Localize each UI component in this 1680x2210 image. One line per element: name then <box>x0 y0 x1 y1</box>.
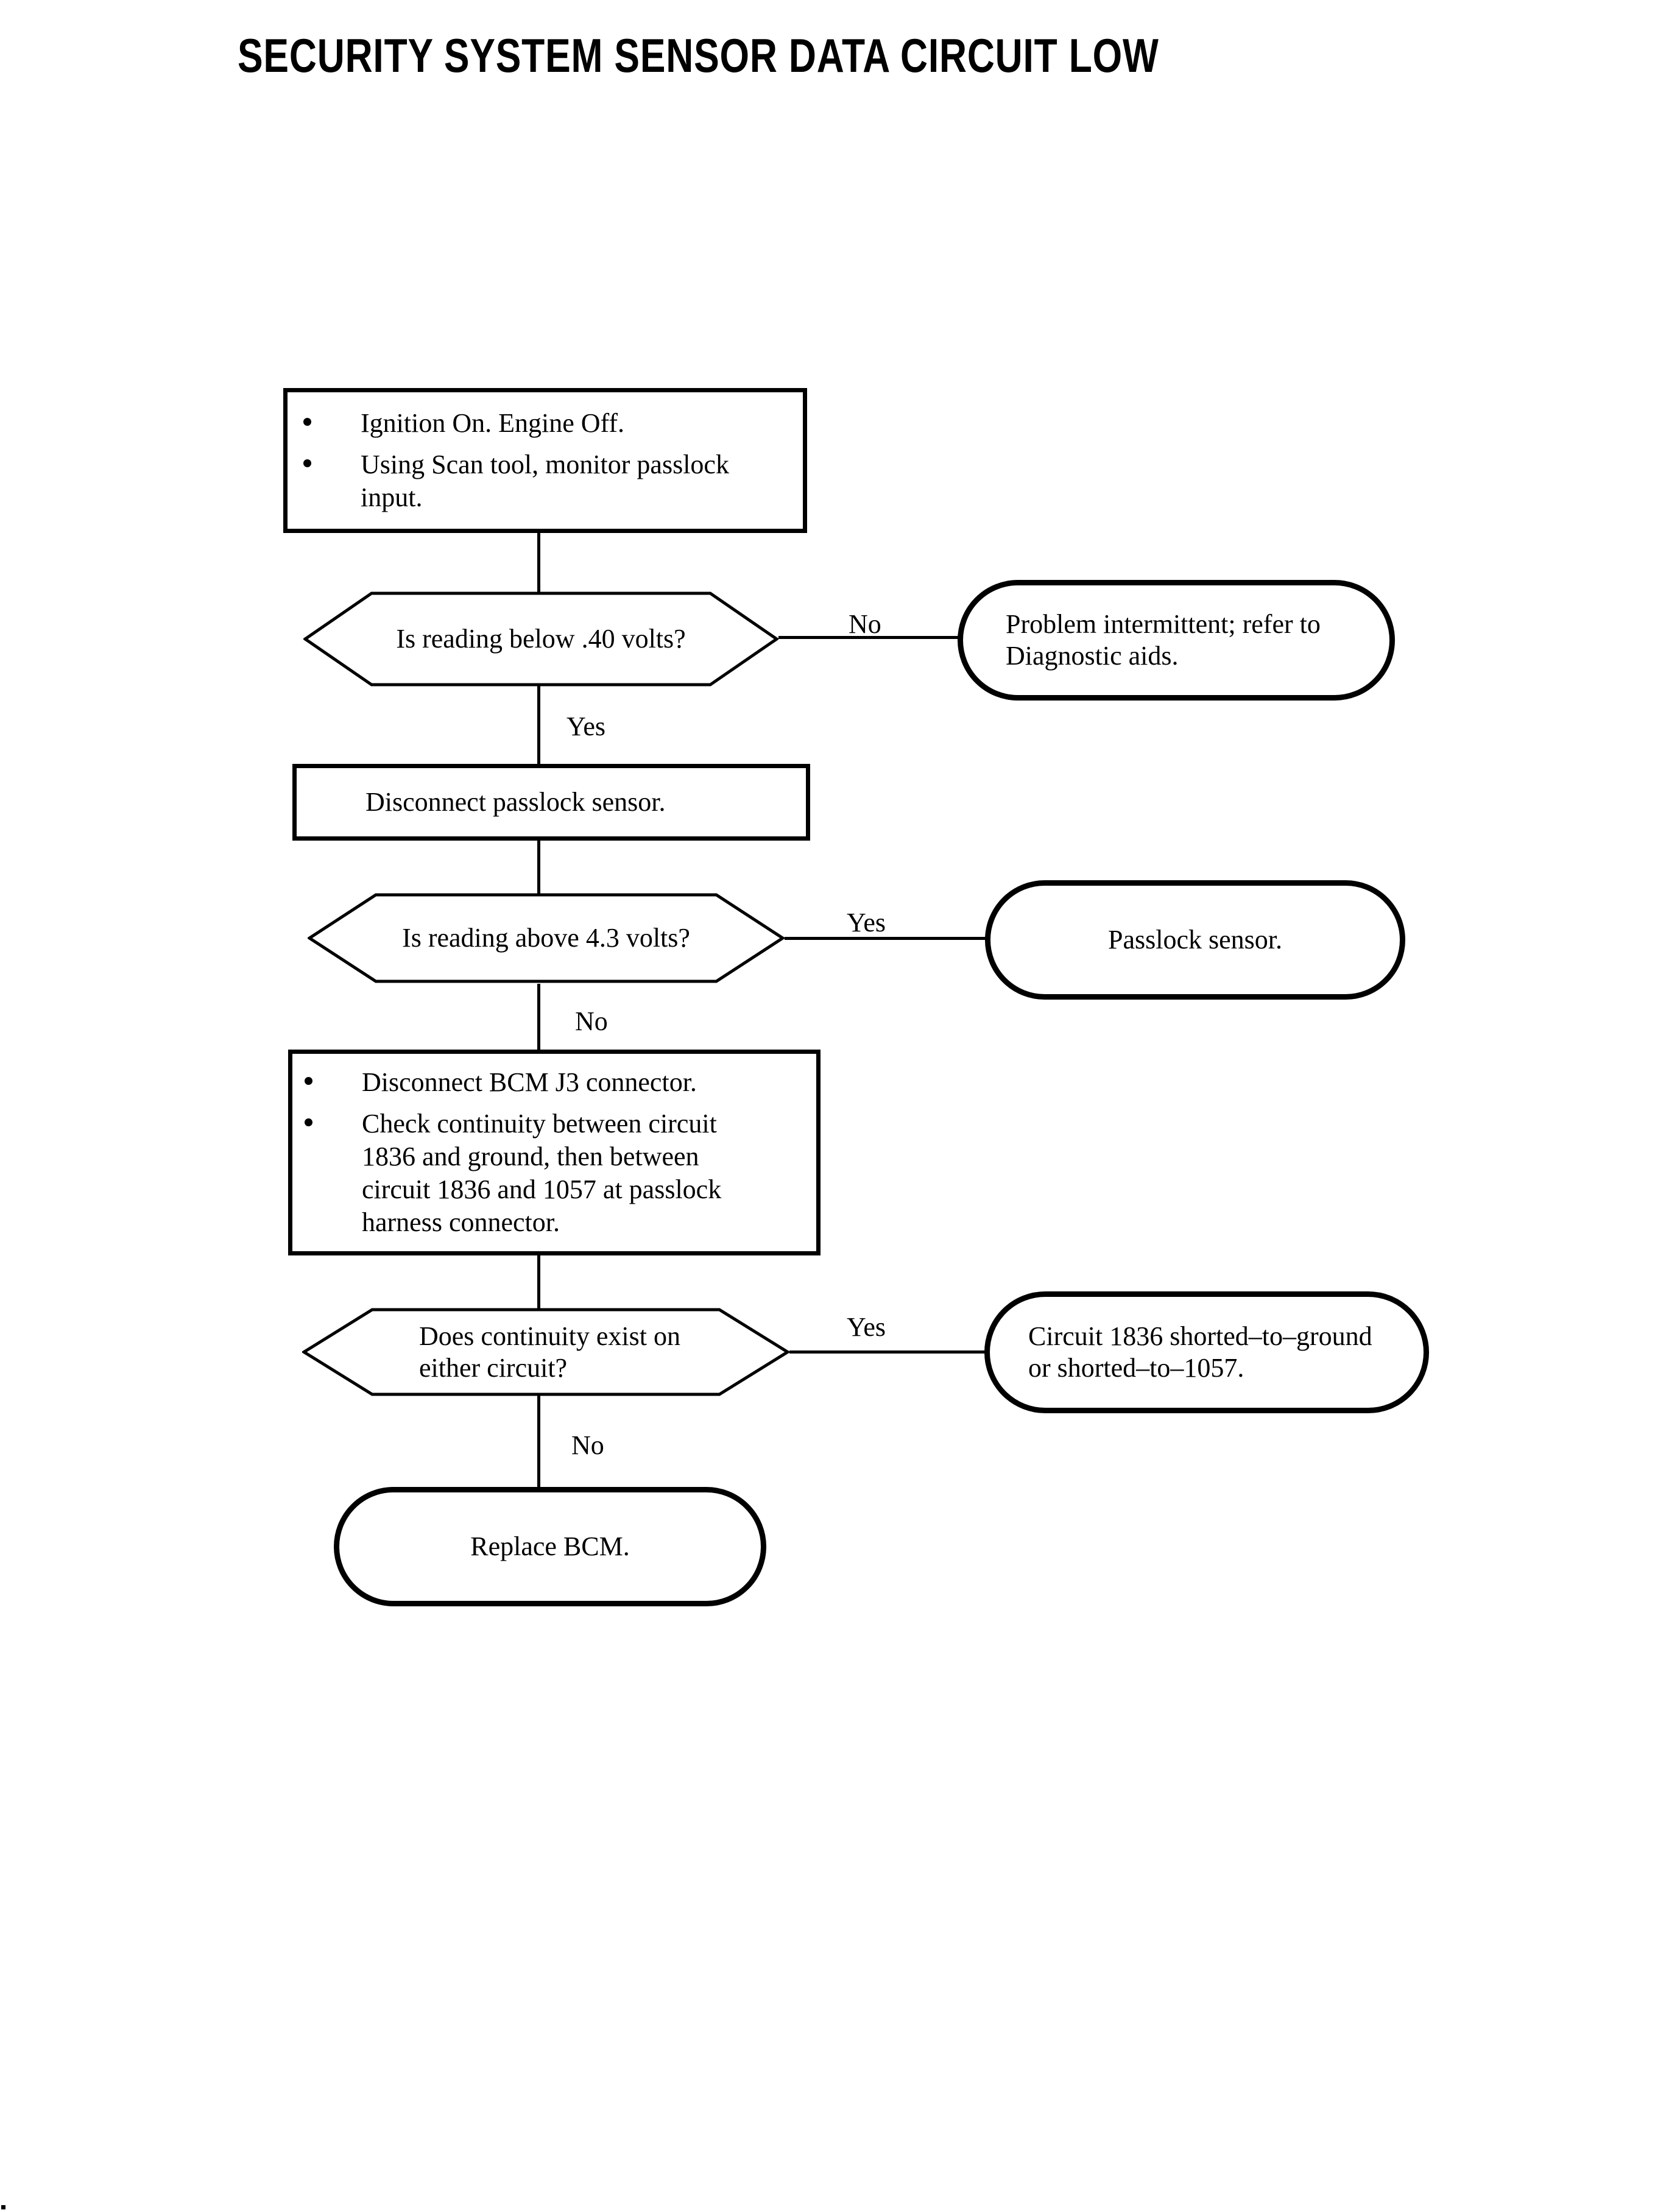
result-circuit-shorted: Circuit 1836 shorted–to–ground or shorte… <box>984 1291 1429 1413</box>
result-text: Problem intermittent; refer to <box>1006 609 1321 639</box>
bullet-dot-icon <box>305 1118 312 1126</box>
bullet-item: Check continuity between circuit 1836 an… <box>305 1107 804 1239</box>
branch-label-no: No <box>571 1430 604 1460</box>
connector-decision1-step2 <box>537 685 540 766</box>
step-text: input. <box>361 482 423 512</box>
result-passlock-sensor: Passlock sensor. <box>985 880 1405 1000</box>
bullet-dot-icon <box>303 418 311 426</box>
hexagon-shape <box>303 591 778 687</box>
page-corner-mark <box>1 2205 5 2209</box>
decision-question: either circuit? <box>419 1352 568 1383</box>
terminal-text: Replace BCM. <box>470 1531 630 1561</box>
step-text: Using Scan tool, monitor passlock <box>361 450 729 479</box>
decision-reading-below-040: Is reading below .40 volts? <box>303 591 778 687</box>
step-text: circuit 1836 and 1057 at passlock <box>362 1174 722 1204</box>
step-box-disconnect-passlock: Disconnect passlock sensor. <box>292 764 810 841</box>
connector-decision1-result1 <box>778 636 963 639</box>
result-text: Diagnostic aids. <box>1006 641 1179 671</box>
decision-reading-above-43: Is reading above 4.3 volts? <box>308 893 785 983</box>
connector-decision3-result3 <box>789 1350 986 1354</box>
result-text: or shorted–to–1057. <box>1028 1353 1244 1383</box>
bullet-item: Using Scan tool, monitor passlock input. <box>303 448 791 514</box>
terminal-replace-bcm: Replace BCM. <box>334 1487 766 1606</box>
branch-label-no: No <box>849 609 881 639</box>
connector-step1-decision1 <box>537 532 540 595</box>
hexagon-shape <box>308 893 785 983</box>
step-text: Check continuity between circuit <box>362 1109 717 1139</box>
step-text: 1836 and ground, then between <box>362 1142 699 1171</box>
result-problem-intermittent: Problem intermittent; refer to Diagnosti… <box>958 580 1395 701</box>
step-text: harness connector. <box>362 1207 560 1237</box>
step-box-check-continuity: Disconnect BCM J3 connector. Check conti… <box>288 1050 821 1255</box>
connector-step2-decision2 <box>537 839 540 897</box>
branch-label-yes: Yes <box>847 908 886 937</box>
branch-label-yes: Yes <box>847 1312 886 1342</box>
bullet-dot-icon <box>303 459 311 467</box>
result-text: Passlock sensor. <box>1108 925 1282 955</box>
connector-decision2-step3 <box>537 984 540 1051</box>
branch-label-no: No <box>575 1006 608 1036</box>
step-box-monitor-passlock: Ignition On. Engine Off. Using Scan tool… <box>283 388 807 533</box>
hexagon-shape <box>302 1308 789 1396</box>
decision-question: Is reading above 4.3 volts? <box>402 923 690 953</box>
step-text: Disconnect BCM J3 connector. <box>362 1067 697 1097</box>
result-text: Circuit 1836 shorted–to–ground <box>1028 1321 1372 1351</box>
connector-decision3-terminal <box>537 1395 540 1489</box>
step-text: Disconnect passlock sensor. <box>365 787 666 817</box>
page-title: SECURITY SYSTEM SENSOR DATA CIRCUIT LOW <box>238 29 1159 82</box>
bullet-dot-icon <box>305 1077 312 1085</box>
branch-label-yes: Yes <box>566 711 606 741</box>
step-text: Ignition On. Engine Off. <box>361 408 625 438</box>
decision-question: Is reading below .40 volts? <box>396 624 686 654</box>
bullet-item: Ignition On. Engine Off. <box>303 407 791 440</box>
bullet-item: Disconnect BCM J3 connector. <box>305 1066 804 1099</box>
connector-decision2-result2 <box>785 937 986 940</box>
decision-continuity-exists: Does continuity exist on either circuit? <box>302 1308 789 1396</box>
decision-question: Does continuity exist on <box>419 1321 680 1351</box>
connector-step3-decision3 <box>537 1254 540 1310</box>
